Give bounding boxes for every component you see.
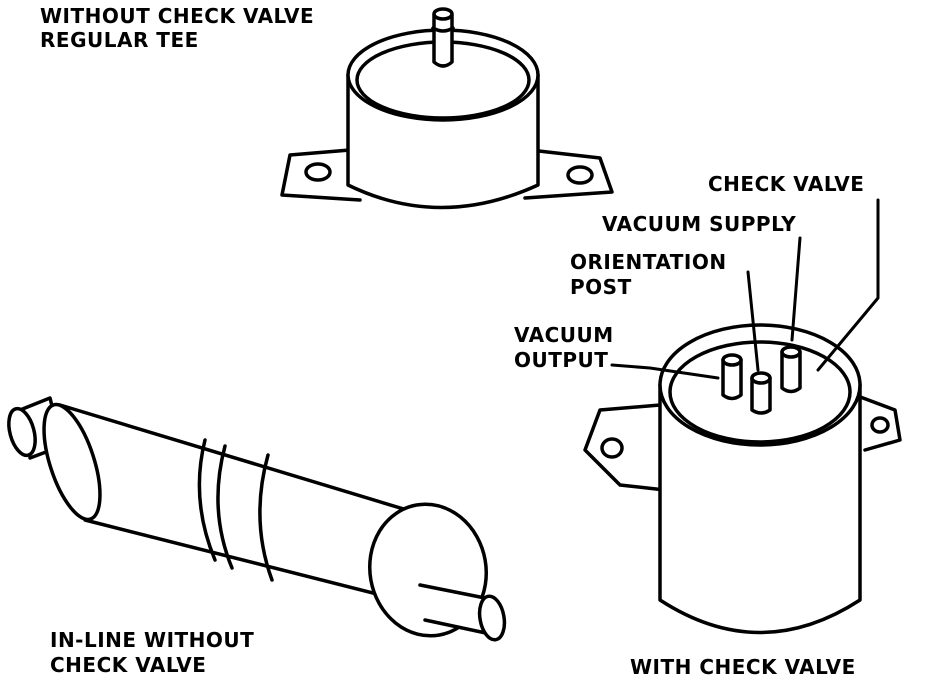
label-inline-without: IN-LINE WITHOUT: [50, 628, 255, 652]
inline-band-2: [218, 446, 232, 568]
check-tee-left-hole: [602, 439, 622, 457]
label-orientation: ORIENTATION: [570, 250, 727, 274]
check-tee-left-flange: [585, 405, 665, 490]
leader-lines: [612, 200, 878, 378]
vacuum-output-port-top: [723, 355, 741, 365]
label-vacuum-supply: VACUUM SUPPLY: [602, 212, 797, 236]
vacuum-output-port: [723, 360, 741, 399]
inline-band-3: [260, 455, 272, 580]
check-tee-right-flange: [855, 395, 900, 450]
check-tee-body: [660, 385, 860, 633]
regular-tee-nipple: [434, 15, 452, 66]
vacuum-supply-port-top: [782, 347, 800, 357]
orientation-post: [752, 378, 770, 413]
check-tee-top-rim: [670, 342, 850, 442]
regular-tee-left-hole: [306, 164, 330, 180]
check-tee-right-hole: [872, 418, 888, 432]
orientation-post-leader: [748, 272, 758, 370]
inline-band-1: [199, 440, 215, 560]
label-check-valve: CHECK VALVE: [708, 172, 865, 196]
orientation-post-top: [752, 373, 770, 383]
check-valve-leader: [818, 200, 878, 370]
label-vacuum: VACUUM: [514, 323, 614, 347]
regular-tee-drawing: [282, 9, 612, 208]
regular-tee-right-hole: [568, 167, 592, 183]
label-regular-tee: REGULAR TEE: [40, 28, 199, 52]
vacuum-supply-leader: [792, 238, 800, 340]
label-post: POST: [570, 275, 632, 299]
label-inline-check-valve: CHECK VALVE: [50, 653, 207, 677]
label-with-check-valve: WITH CHECK VALVE: [630, 655, 856, 679]
label-without-check-valve: WITHOUT CHECK VALVE: [40, 4, 315, 28]
vacuum-supply-port: [782, 352, 800, 392]
regular-tee-nipple-ring: [433, 28, 453, 31]
check-valve-tee-drawing: [585, 325, 900, 633]
vacuum-output-leader: [612, 365, 718, 378]
label-output: OUTPUT: [514, 348, 609, 372]
inline-right-nipple-end: [476, 594, 507, 641]
inline-left-nipple-end: [4, 406, 40, 459]
inline-left-cap: [33, 398, 112, 526]
regular-tee-nipple-top: [434, 9, 452, 19]
inline-tee-drawing: [4, 398, 507, 645]
regular-tee-left-flange: [282, 150, 360, 200]
